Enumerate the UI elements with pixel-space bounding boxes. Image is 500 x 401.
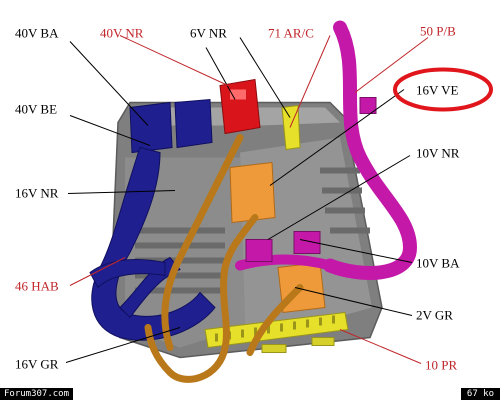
label-50-pb: 50 P/B (420, 24, 456, 39)
label-10v-nr: 10V NR (416, 146, 460, 161)
label-10v-ba: 10V BA (416, 256, 460, 271)
callout-lines (65, 37, 413, 363)
red-callout-lines (69, 35, 429, 364)
highlight-ellipse (393, 67, 493, 112)
brown-wires (144, 134, 304, 383)
magenta-connectors (245, 97, 377, 262)
red-connector (219, 78, 261, 135)
footer-bar: Forum307.com 67 ko (0, 386, 500, 401)
site-watermark: Forum307.com (0, 388, 74, 400)
yellow-fuse-strip (204, 311, 349, 353)
magenta-harness (235, 20, 418, 280)
label-40v-nr: 40V NR (100, 26, 144, 41)
file-size-label: 67 ko (460, 388, 500, 400)
label-6v-nr: 6V NR (190, 26, 227, 41)
label-40v-ba: 40V BA (15, 26, 59, 41)
label-16v-nr-left: 16V NR (15, 186, 59, 201)
label-46-hab: 46 HAB (15, 279, 59, 294)
label-71-arc: 71 AR/C (268, 26, 314, 41)
label-16v-gr: 16V GR (15, 357, 59, 372)
blue-connector-group (89, 98, 216, 341)
label-40v-be: 40V BE (15, 102, 57, 117)
label-10-pr: 10 PR (425, 358, 457, 373)
yellow-relay (281, 104, 301, 151)
label-16v-ve: 16V VE (416, 83, 459, 98)
label-2v-gr: 2V GR (416, 308, 453, 323)
